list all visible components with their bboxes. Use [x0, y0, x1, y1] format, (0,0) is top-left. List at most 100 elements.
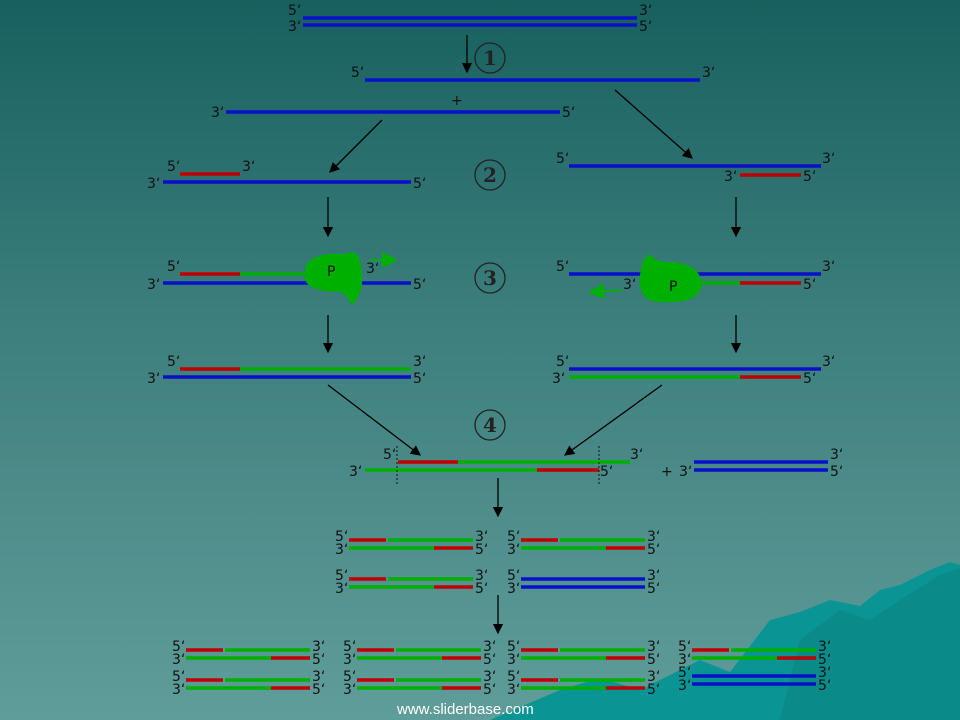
five-prime-label: 5‘: [475, 542, 488, 558]
five-prime-label: 5‘: [483, 652, 496, 668]
three-prime-label: 3‘: [172, 652, 185, 668]
five-prime-label: 5‘: [335, 529, 348, 545]
step-circle: [474, 409, 506, 441]
five-prime-label: 5‘: [562, 105, 575, 121]
three-prime-label: 3‘: [702, 65, 715, 81]
step-number: 1: [483, 46, 497, 70]
three-prime-label: 3‘: [288, 19, 301, 35]
three-prime-label: 3‘: [647, 669, 660, 685]
three-prime-label: 3‘: [172, 682, 185, 698]
five-prime-label: 5‘: [647, 581, 660, 597]
three-prime-label: 3‘: [818, 639, 831, 655]
five-prime-label: 5‘: [507, 568, 520, 584]
watermark: www.sliderbase.com: [396, 701, 534, 718]
five-prime-label: 5‘: [818, 652, 831, 668]
arrow: [329, 119, 383, 173]
five-prime-label: 5‘: [167, 159, 180, 175]
arrow: [327, 384, 422, 456]
three-prime-label: 3‘: [147, 277, 160, 293]
five-prime-label: 5‘: [413, 277, 426, 293]
step-number: 2: [483, 163, 497, 187]
three-prime-label: 3‘: [822, 151, 835, 167]
five-prime-label: 5‘: [639, 19, 652, 35]
three-prime-label: 3‘: [413, 354, 426, 370]
five-prime-label: 5‘: [818, 678, 831, 694]
three-prime-label: 3‘: [147, 371, 160, 387]
step-circle: [474, 159, 506, 191]
five-prime-label: 5‘: [172, 669, 185, 685]
three-prime-label: 3‘: [639, 3, 652, 19]
three-prime-label: 3‘: [147, 176, 160, 192]
three-prime-label: 3‘: [343, 652, 356, 668]
polymerase-left: [305, 252, 398, 305]
three-prime-label: 3‘: [312, 669, 325, 685]
five-prime-label: 5‘: [507, 529, 520, 545]
step-circle: [474, 262, 506, 294]
step-number: 4: [483, 413, 497, 437]
three-prime-label: 3‘: [647, 568, 660, 584]
polymerase-right: [588, 254, 702, 303]
three-prime-label: 3‘: [678, 652, 691, 668]
three-prime-label: 3‘: [507, 542, 520, 558]
five-prime-label: 5‘: [288, 3, 301, 19]
five-prime-label: 5‘: [413, 176, 426, 192]
arrow: [563, 384, 663, 456]
five-prime-label: 5‘: [556, 259, 569, 275]
three-prime-label: 3‘: [366, 261, 379, 277]
three-prime-label: 3‘: [822, 354, 835, 370]
polymerase-label-right: P: [669, 279, 677, 295]
three-prime-label: 3‘: [679, 464, 692, 480]
three-prime-label: 3‘: [552, 371, 565, 387]
five-prime-label: 5‘: [830, 464, 843, 480]
three-prime-label: 3‘: [483, 669, 496, 685]
three-prime-label: 3‘: [312, 639, 325, 655]
three-prime-label: 3‘: [822, 259, 835, 275]
polymerase-label-left: P: [327, 264, 335, 280]
five-prime-label: 5‘: [678, 639, 691, 655]
three-prime-label: 3‘: [475, 568, 488, 584]
three-prime-label: 3‘: [349, 464, 362, 480]
five-prime-label: 5‘: [483, 682, 496, 698]
five-prime-label: 5‘: [678, 665, 691, 681]
five-prime-label: 5‘: [343, 669, 356, 685]
five-prime-label: 5‘: [803, 277, 816, 293]
three-prime-label: 3‘: [678, 678, 691, 694]
five-prime-label: 5‘: [335, 568, 348, 584]
three-prime-label: 3‘: [647, 639, 660, 655]
three-prime-label: 3‘: [335, 581, 348, 597]
three-prime-label: 3‘: [818, 665, 831, 681]
three-prime-label: 3‘: [630, 447, 643, 463]
arrow: [614, 89, 693, 159]
three-prime-label: 3‘: [483, 639, 496, 655]
three-prime-label: 3‘: [475, 529, 488, 545]
five-prime-label: 5‘: [507, 639, 520, 655]
five-prime-label: 5‘: [475, 581, 488, 597]
three-prime-label: 3‘: [724, 169, 737, 185]
five-prime-label: 5‘: [172, 639, 185, 655]
five-prime-label: 5‘: [167, 354, 180, 370]
five-prime-label: 5‘: [600, 464, 613, 480]
five-prime-label: 5‘: [507, 669, 520, 685]
five-prime-label: 5‘: [803, 371, 816, 387]
three-prime-label: 3‘: [343, 682, 356, 698]
three-prime-label: 3‘: [335, 542, 348, 558]
five-prime-label: 5‘: [647, 682, 660, 698]
step-circle: [474, 42, 506, 74]
five-prime-label: 5‘: [351, 65, 364, 81]
five-prime-label: 5‘: [647, 542, 660, 558]
plus-sign: +: [661, 464, 673, 480]
three-prime-label: 3‘: [647, 529, 660, 545]
step-number: 3: [483, 266, 497, 290]
three-prime-label: 3‘: [507, 682, 520, 698]
five-prime-label: 5‘: [312, 682, 325, 698]
five-prime-label: 5‘: [167, 259, 180, 275]
plus-sign: +: [451, 93, 463, 109]
three-prime-label: 3‘: [242, 159, 255, 175]
three-prime-label: 3‘: [211, 105, 224, 121]
three-prime-label: 3‘: [507, 581, 520, 597]
five-prime-label: 5‘: [647, 652, 660, 668]
five-prime-label: 5‘: [413, 371, 426, 387]
five-prime-label: 5‘: [556, 354, 569, 370]
